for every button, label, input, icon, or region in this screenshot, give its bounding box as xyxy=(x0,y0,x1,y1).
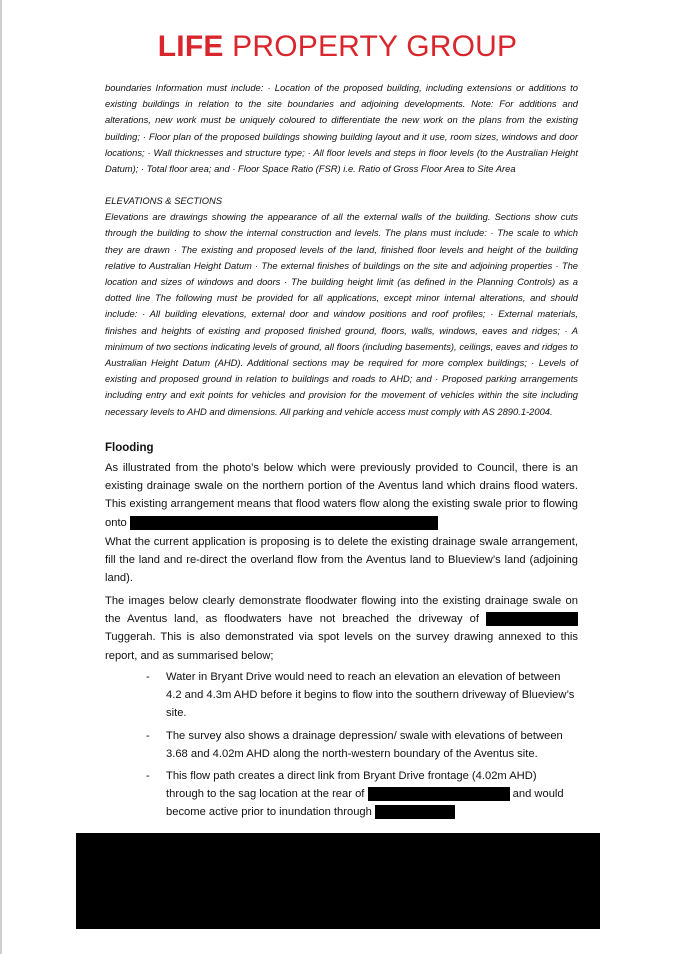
elevations-heading: ELEVATIONS & SECTIONS xyxy=(105,195,223,206)
list-item: -The survey also shows a drainage depres… xyxy=(146,729,563,760)
flooding-para-3: The images below clearly demonstrate flo… xyxy=(105,592,579,665)
elevations-section: ELEVATIONS & SECTIONS Elevations are dra… xyxy=(105,193,578,420)
flooding-heading: Flooding xyxy=(105,442,154,454)
list-item-text: Water in Bryant Drive would need to reac… xyxy=(166,671,575,720)
company-logo: LIFE PROPERTY GROUP xyxy=(0,30,675,64)
flooding-heading-block: Flooding xyxy=(105,442,154,454)
redacted-text xyxy=(367,787,510,802)
flooding-para-1-text: As illustrated from the photo’s below wh… xyxy=(105,462,578,529)
logo-brand-bold: LIFE xyxy=(157,30,224,63)
list-item-text: This flow path creates a direct link fro… xyxy=(166,770,537,783)
redacted-image-block xyxy=(76,833,600,929)
elevations-paragraph: Elevations are drawings showing the appe… xyxy=(105,211,578,417)
redacted-text xyxy=(374,805,455,820)
list-item: -Water in Bryant Drive would need to rea… xyxy=(146,671,575,720)
plans-paragraph: boundaries Information must include: · L… xyxy=(105,82,578,175)
redacted-text xyxy=(129,515,438,530)
flooding-para-1: As illustrated from the photo’s below wh… xyxy=(105,459,578,532)
list-item: - This flow path creates a direct link f… xyxy=(146,770,564,820)
flooding-para-3-text-b: Tuggerah. This is also demonstrated via … xyxy=(105,631,578,662)
plans-requirements: boundaries Information must include: · L… xyxy=(105,80,578,177)
flooding-para-2: What the current application is proposin… xyxy=(105,533,578,588)
logo-brand-rest: PROPERTY GROUP xyxy=(232,30,518,63)
list-item-text: The survey also shows a drainage depress… xyxy=(166,729,563,760)
list-item-text: and would xyxy=(512,788,564,801)
list-item-text: through to the sag location at the rear … xyxy=(166,788,365,801)
list-item-text: become active prior to inundation throug… xyxy=(166,806,372,819)
flooding-para-2-text: What the current application is proposin… xyxy=(105,536,578,585)
redacted-text xyxy=(486,612,579,627)
survey-points-list: -Water in Bryant Drive would need to rea… xyxy=(146,668,578,826)
flooding-para-3-text-a: The images below clearly demonstrate flo… xyxy=(105,595,578,626)
page-edge xyxy=(0,0,2,954)
